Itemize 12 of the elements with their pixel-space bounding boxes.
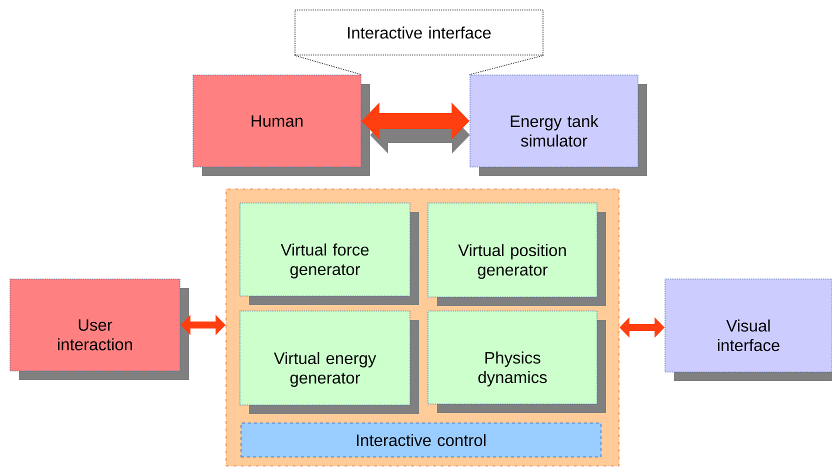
callout-tail (294, 55, 362, 75)
process-box: Physics dynamics (428, 310, 606, 413)
process-box: Virtual position generator (428, 202, 606, 306)
control-bar: Interactive control (240, 422, 602, 458)
process-box: Human (192, 74, 370, 176)
process-box: Visual interface (664, 278, 832, 381)
callout-tail (469, 55, 544, 75)
process-box: Energy tank simulator (470, 74, 647, 176)
callout-box: Interactive interface (294, 10, 544, 56)
process-box: Virtual force generator (240, 202, 419, 305)
process-box: Virtual energy generator (240, 310, 419, 414)
process-box: User interaction (10, 278, 189, 380)
